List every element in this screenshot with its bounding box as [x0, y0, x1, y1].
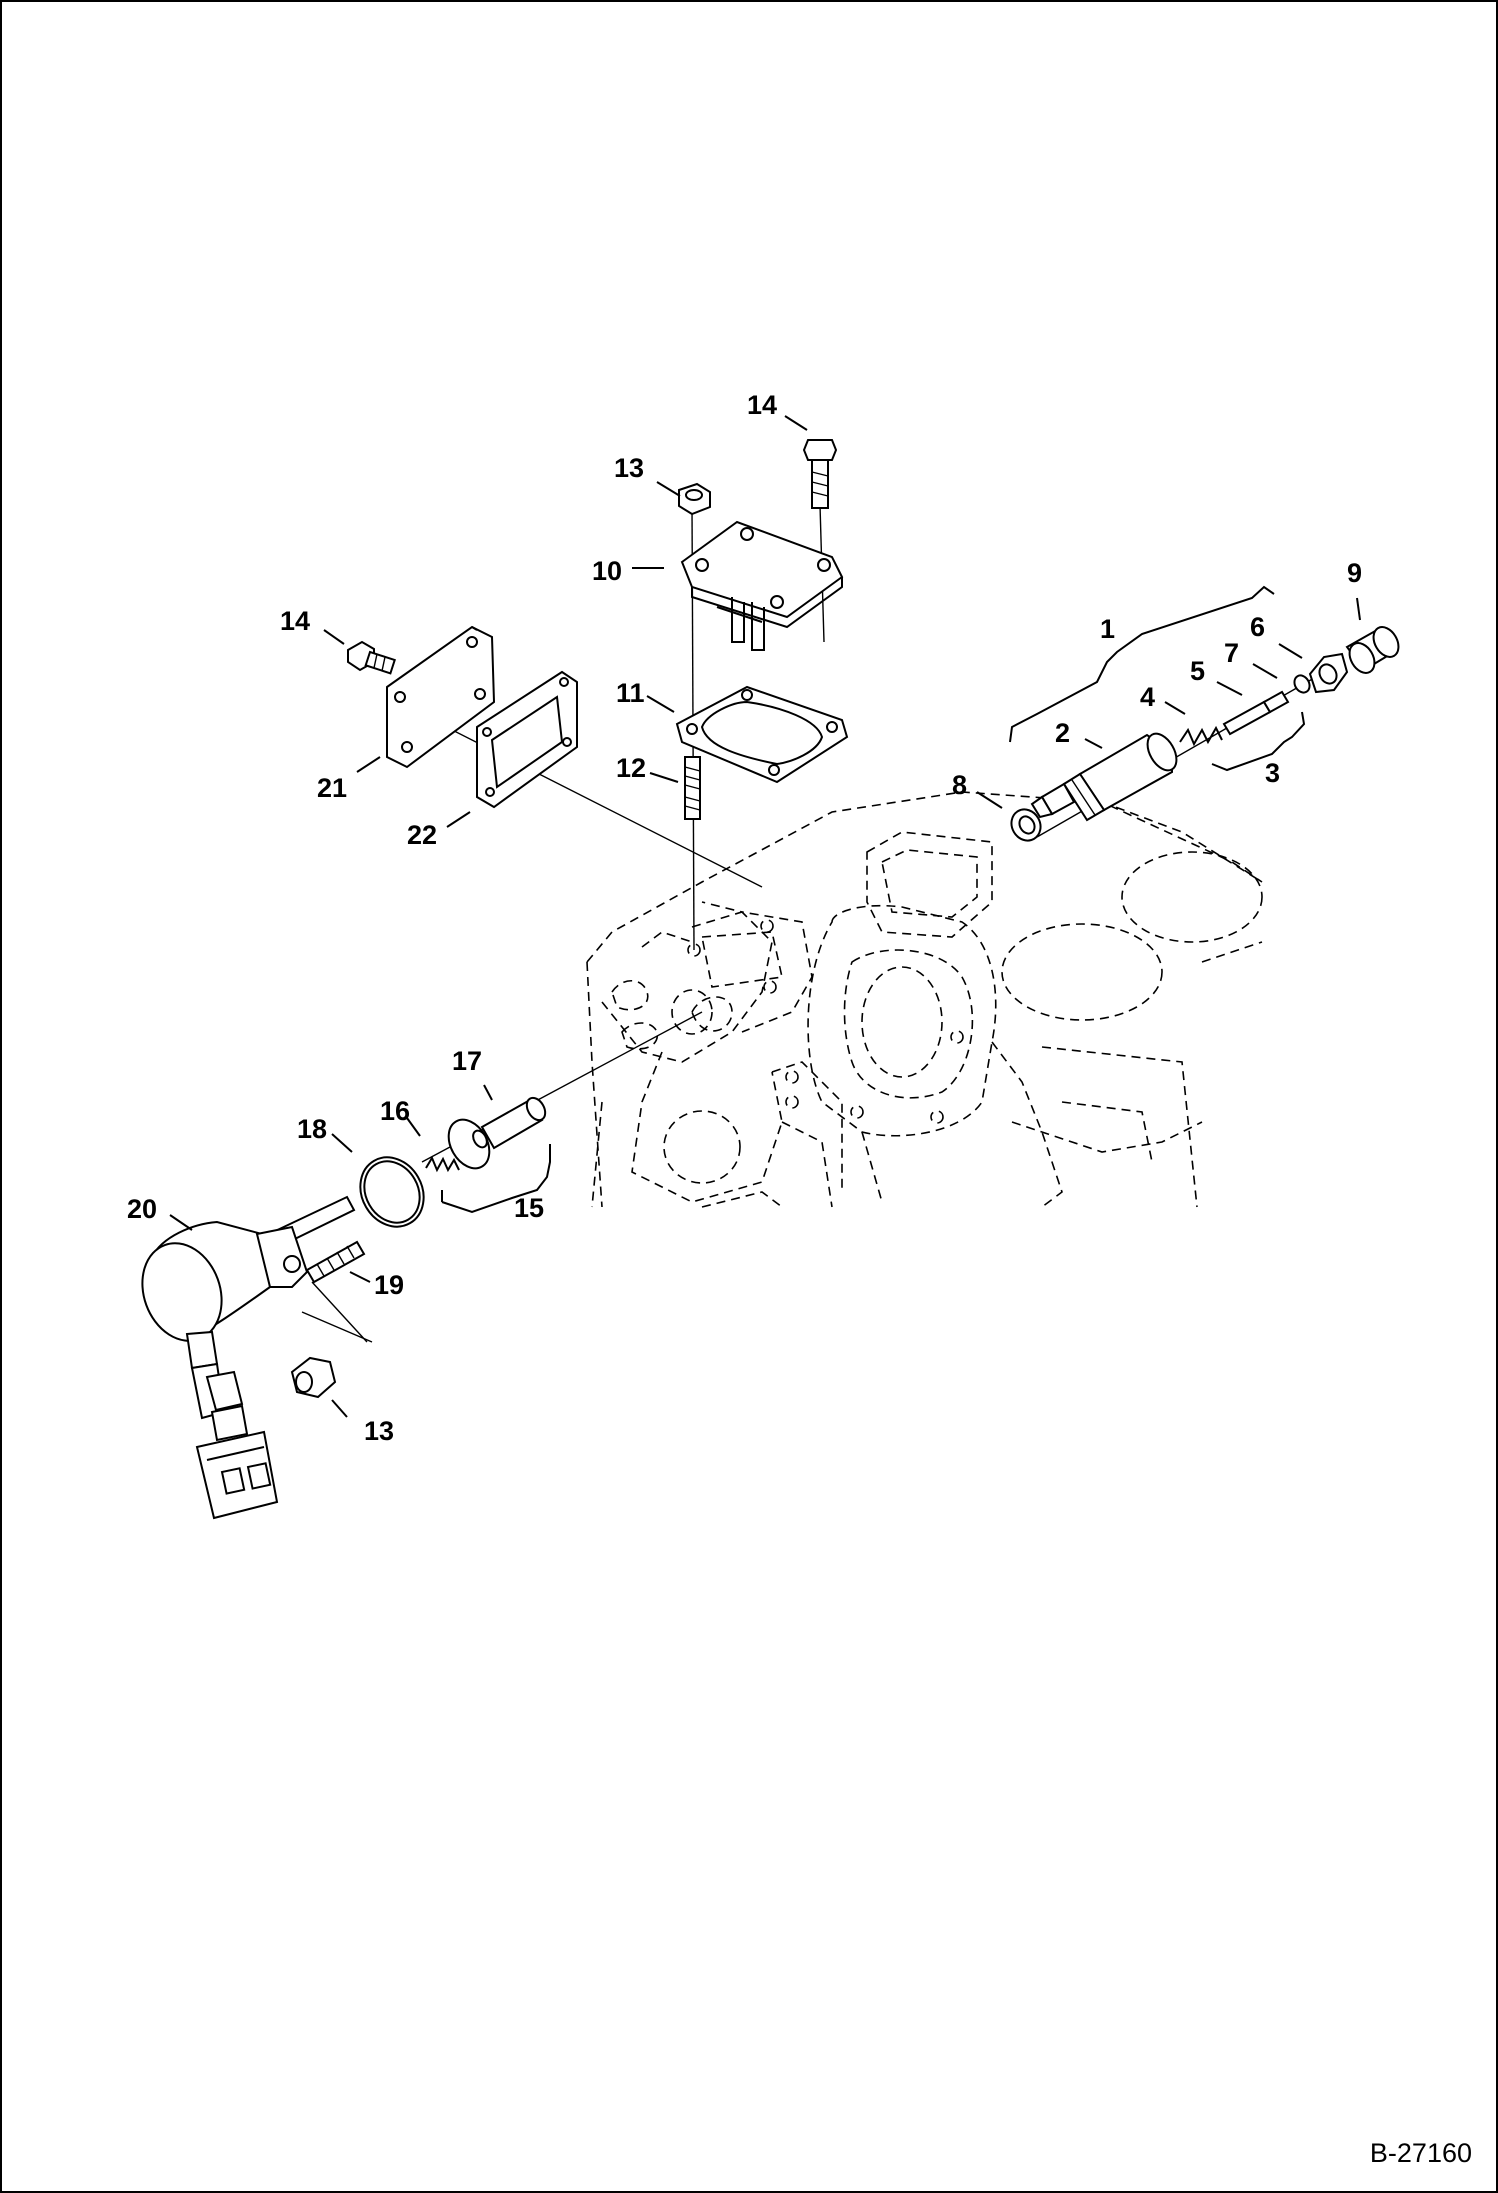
o-ring-7: [1293, 674, 1311, 694]
valve-body-2: [1030, 732, 1178, 822]
callout-2: 2: [1055, 718, 1070, 748]
callout-1: 1: [1100, 614, 1115, 644]
washer-8: [1010, 808, 1042, 842]
callout-20: 20: [127, 1194, 157, 1224]
callout-14-side: 14: [280, 606, 310, 636]
callout-13-lower: 13: [364, 1416, 394, 1446]
callout-10: 10: [592, 556, 622, 586]
nut-13-top: [678, 482, 711, 516]
callout-3: 3: [1265, 758, 1280, 788]
cap-9: [1345, 626, 1400, 674]
callout-12: 12: [616, 753, 646, 783]
solenoid-20: [141, 1195, 356, 1520]
cover-plate-10: [680, 520, 844, 651]
callout-labels: 14 13 10 11 12 14 21 22 1 2 3 4 5 7 6 9 …: [127, 390, 1362, 1446]
callout-9: 9: [1347, 558, 1362, 588]
callout-5: 5: [1190, 656, 1205, 686]
callout-15: 15: [514, 1193, 544, 1223]
callout-21: 21: [317, 773, 347, 803]
bolt-14-side: [347, 640, 396, 675]
callout-6: 6: [1250, 612, 1265, 642]
plunger-5: [1222, 690, 1290, 736]
shaft-17: [447, 1096, 547, 1170]
spring-16: [425, 1155, 460, 1173]
callout-leaders: [169, 415, 1361, 1418]
assembly-centerlines: [301, 504, 1343, 1343]
nut-6: [1308, 652, 1349, 694]
stud-19: [305, 1240, 366, 1284]
callout-11: 11: [616, 678, 645, 708]
callout-8: 8: [952, 770, 967, 800]
side-gasket-22: [476, 670, 578, 809]
group-brackets: [441, 585, 1306, 1214]
o-ring-18: [359, 1156, 425, 1228]
side-cover-21: [386, 625, 496, 769]
spring-4: [1179, 725, 1223, 747]
stud-12: [684, 756, 701, 820]
callout-17: 17: [452, 1046, 482, 1076]
document-number: B-27160: [1369, 2138, 1472, 2168]
callout-13-top: 13: [614, 453, 644, 483]
nut-13-lower: [290, 1356, 337, 1399]
callout-16: 16: [380, 1096, 410, 1126]
callout-14-top: 14: [747, 390, 777, 420]
gasket-11: [675, 685, 849, 784]
callout-22: 22: [407, 820, 437, 850]
callout-19: 19: [374, 1270, 404, 1300]
callout-18: 18: [297, 1114, 327, 1144]
bolt-14-top: [802, 439, 838, 509]
callout-7: 7: [1224, 638, 1239, 668]
callout-4: 4: [1140, 682, 1155, 712]
engine-block-outline: [586, 791, 1263, 1208]
